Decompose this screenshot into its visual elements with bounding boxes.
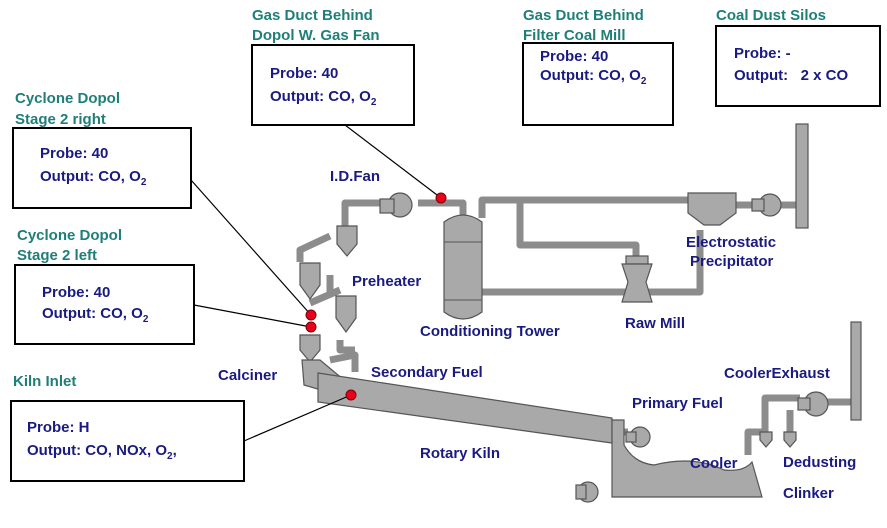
probe-box (14, 264, 195, 345)
duct-preheater-to-fan (341, 199, 385, 228)
probe-box (10, 400, 245, 482)
leader-kiln-inlet (243, 394, 352, 442)
label-clinker: Clinker (783, 485, 834, 502)
leader-cyclone-left (193, 304, 312, 328)
label-dedusting: Dedusting (783, 454, 856, 471)
cooler (611, 419, 763, 498)
probe-value: Probe: - (734, 45, 791, 62)
probe-value: Probe: 40 (42, 284, 110, 301)
probe-box (251, 44, 415, 126)
probe-box (522, 42, 674, 126)
probe-heading-line2: Filter Coal Mill (523, 27, 626, 44)
cyclone-stage-2-right (335, 295, 357, 334)
stack (795, 123, 809, 229)
probe-value: Probe: 40 (540, 48, 608, 65)
cyclone-stage-1 (336, 225, 358, 257)
probe-heading-line1: Cyclone Dopol (15, 90, 120, 107)
duct-cooler-to-dedusting (744, 428, 765, 455)
label-cooler-exhaust: CoolerExhaust (724, 365, 830, 382)
label-conditioning-tower: Conditioning Tower (420, 323, 560, 340)
equipment (299, 123, 862, 503)
probe-output: Output: CO, O2 (40, 168, 147, 188)
duct-fan-to-tower (418, 199, 467, 218)
leader-cyclone-right (190, 179, 312, 316)
probe-heading-line2: Dopol W. Gas Fan (252, 27, 380, 44)
label-id-fan: I.D.Fan (330, 168, 380, 185)
rotary-kiln (317, 372, 613, 444)
conditioning-tower (443, 214, 483, 320)
probe-heading-line1: Coal Dust Silos (716, 7, 826, 24)
cyclone-stage-2-left-top (299, 262, 321, 301)
primary-fuel-fan-icon (625, 426, 651, 448)
label-electrostatic: Electrostatic (686, 234, 776, 251)
cooler-fan-icon (575, 481, 599, 503)
leader-gas-duct-fan (344, 124, 442, 199)
cyclone-stage-3 (299, 334, 321, 363)
leader-lines (190, 124, 442, 442)
probe-points (305, 192, 447, 401)
probe-output: Output: CO, O2 (270, 88, 377, 108)
duct-preheater-c (308, 286, 342, 307)
electrostatic-precipitator (687, 192, 737, 226)
probe-box-cyclone-left: Cyclone Dopol Stage 2 left Probe: 40 Out… (14, 227, 195, 345)
label-raw-mill: Raw Mill (625, 315, 685, 332)
id-fan-icon (379, 192, 413, 218)
probe-output: Output: 2 x CO (734, 67, 848, 84)
probe-box-kiln-inlet: Kiln Inlet Probe: H Output: CO, NOx, O2, (10, 373, 245, 482)
probe-value: Probe: 40 (270, 65, 338, 82)
cooler-exhaust-stack (850, 321, 862, 421)
probe-box (715, 25, 881, 107)
probe-heading-line1: Kiln Inlet (13, 373, 76, 390)
probe-box-cyclone-right: Cyclone Dopol Stage 2 right Probe: 40 Ou… (12, 90, 192, 209)
duct-to-raw-mill (516, 200, 640, 258)
duct-preheater-d (336, 340, 355, 354)
label-rotary-kiln: Rotary Kiln (420, 445, 500, 462)
duct-cooler-exhaust (808, 325, 859, 406)
raw-mill-icon (621, 255, 653, 303)
probe-output: Output: CO, NOx, O2, (27, 442, 177, 462)
equipment-labels: I.D.Fan Preheater Conditioning Tower Raw… (218, 168, 856, 502)
probe-output: Output: CO, O2 (540, 67, 647, 87)
probe-heading-line1: Cyclone Dopol (17, 227, 122, 244)
dedusting-cyclone-2 (783, 431, 797, 448)
probe-box-gas-duct-fan: Gas Duct Behind Dopol W. Gas Fan Probe: … (251, 7, 415, 126)
probe-point-cyclone-left (305, 321, 317, 333)
probe-point-gas-duct-fan (435, 192, 447, 204)
probe-box (12, 127, 192, 209)
label-primary-fuel: Primary Fuel (632, 395, 723, 412)
stack-fan-icon (751, 193, 782, 217)
duct-preheater-a (296, 232, 332, 262)
probe-heading-line1: Gas Duct Behind (252, 7, 373, 24)
probe-heading-line2: Stage 2 left (17, 247, 97, 264)
probe-point-kiln-inlet (345, 389, 357, 401)
probe-heading-line2: Stage 2 right (15, 111, 106, 128)
probe-value: Probe: H (27, 419, 90, 436)
label-precipitator: Precipitator (690, 253, 774, 270)
probe-point-cyclone-right (305, 309, 317, 321)
probe-box-gas-duct-mill: Gas Duct Behind Filter Coal Mill Probe: … (522, 7, 674, 126)
duct-tower-top-to-precipitator (478, 196, 690, 218)
duct-tower-to-precipitator (482, 230, 704, 296)
label-preheater: Preheater (352, 273, 421, 290)
probe-box-coal-dust-silos: Coal Dust Silos Probe: - Output: 2 x CO (715, 7, 881, 107)
label-calciner: Calciner (218, 367, 277, 384)
probe-heading-line1: Gas Duct Behind (523, 7, 644, 24)
dedusting-cyclone-1 (759, 431, 773, 448)
cooler-exhaust-fan-icon (797, 391, 829, 417)
probe-value: Probe: 40 (40, 145, 108, 162)
probe-output: Output: CO, O2 (42, 305, 149, 325)
label-cooler: Cooler (690, 455, 738, 472)
label-secondary-fuel: Secondary Fuel (371, 364, 483, 381)
duct-dedusting-a (761, 394, 800, 432)
duct-secondary-fuel (329, 351, 359, 372)
